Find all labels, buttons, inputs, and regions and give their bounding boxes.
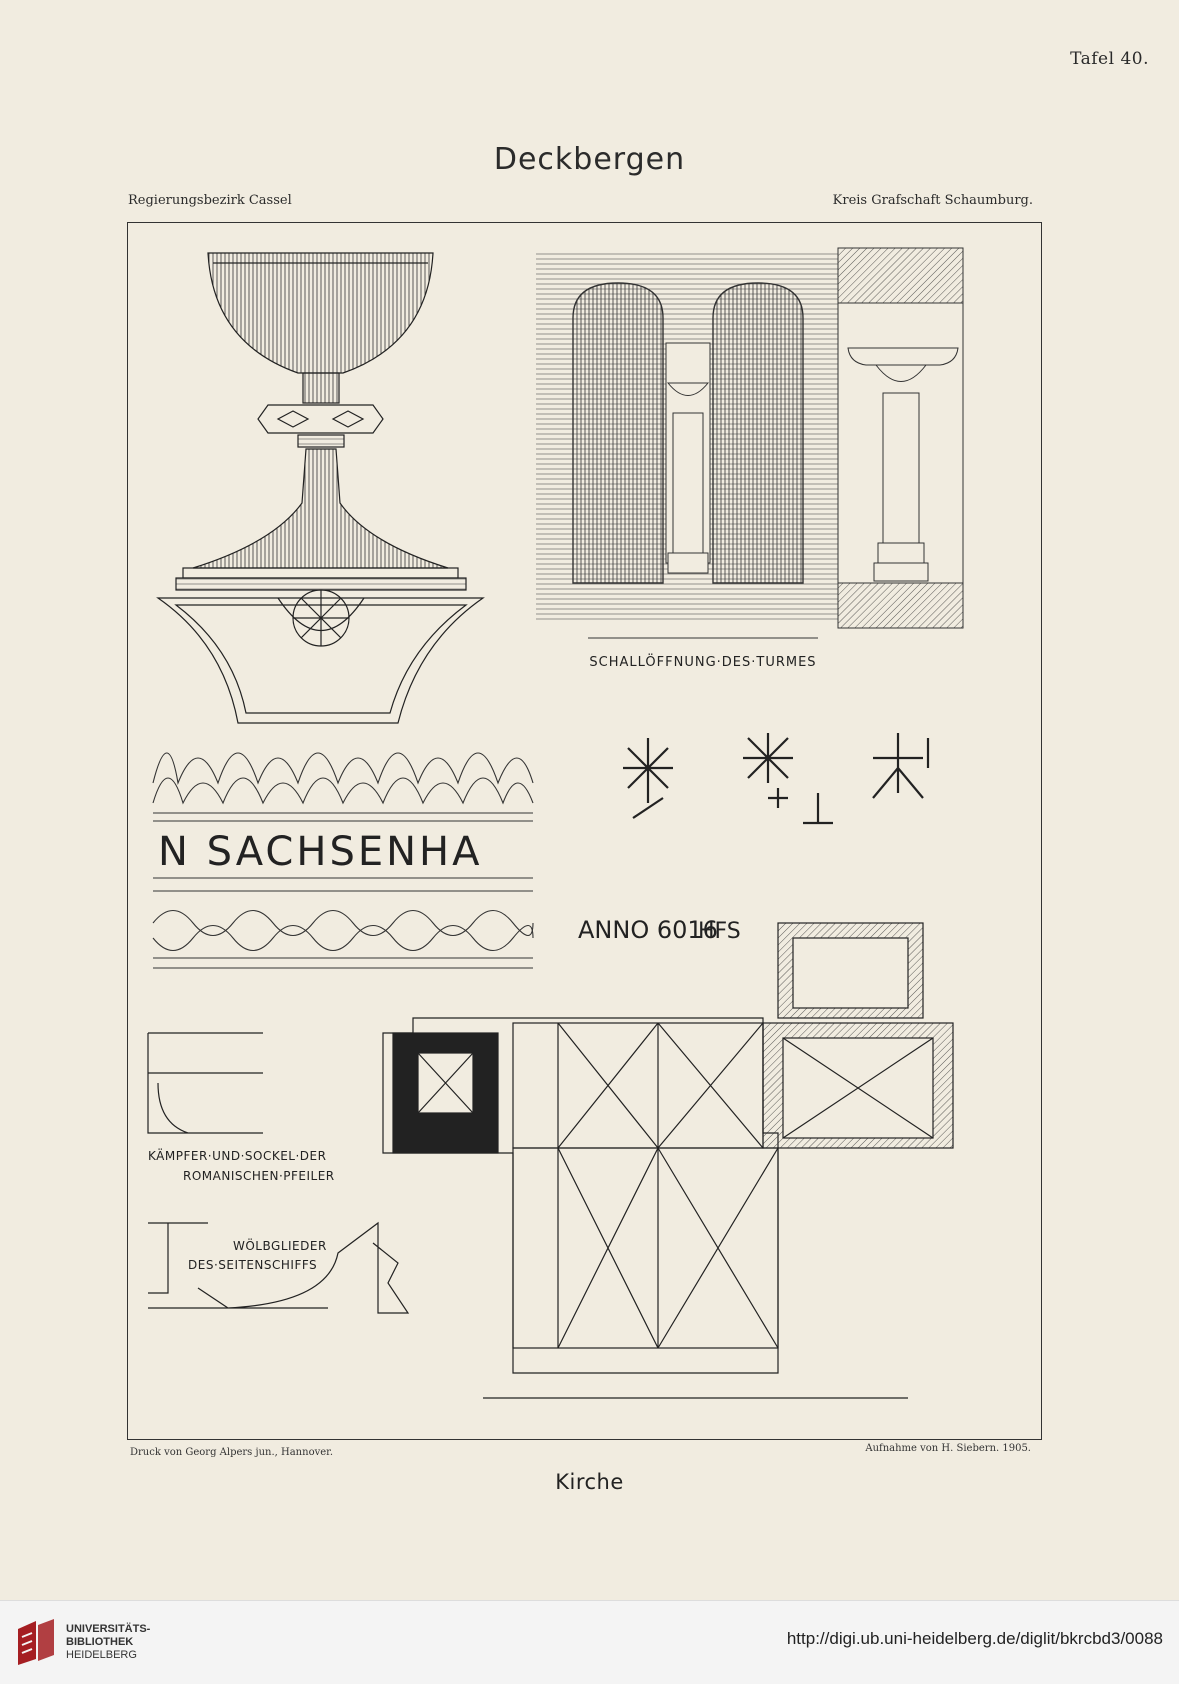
chalice-drawing: [156, 252, 485, 724]
survey-credit: Aufnahme von H. Siebern. 1905.: [865, 1443, 1031, 1454]
region-label: Regierungsbezirk Cassel: [128, 193, 292, 208]
frieze-inscription: N SACHSENHA: [158, 829, 482, 875]
profile-label-line1: KÄMPFER·UND·SOCKEL·DER: [148, 1148, 326, 1163]
permalink-url[interactable]: http://digi.ub.uni-heidelberg.de/diglit/…: [786, 1629, 1163, 1648]
drawings-svg: SCHALLÖFFNUNG·DES·TURMES N SACHSENHA: [147, 247, 964, 1399]
profile-label-line2: ROMANISCHEN·PFEILER: [183, 1169, 335, 1183]
library-logo-icon: [18, 1619, 54, 1665]
church-floor-plan: [382, 922, 954, 1399]
plate-page: Tafel 40. Deckbergen Regierungsbezirk Ca…: [0, 0, 1179, 1600]
library-name: UNIVERSITÄTS- BIBLIOTHEK HEIDELBERG: [66, 1623, 151, 1661]
printer-credit: Druck von Georg Alpers jun., Hannover.: [130, 1447, 334, 1458]
drawing-frame: SCHALLÖFFNUNG·DES·TURMES N SACHSENHA: [127, 222, 1042, 1440]
library-footer: UNIVERSITÄTS- BIBLIOTHEK HEIDELBERG http…: [0, 1600, 1179, 1684]
mason-marks: [623, 733, 930, 825]
sound-opening-label: SCHALLÖFFNUNG·DES·TURMES: [589, 653, 816, 670]
page-title: Deckbergen: [493, 142, 686, 177]
frieze-drawing: [152, 752, 534, 969]
vault-label-line2: DES·SEITENSCHIFFS: [188, 1258, 317, 1272]
plate-caption: Kirche: [555, 1470, 624, 1494]
plate-number: Tafel 40.: [1070, 49, 1149, 69]
anno-mark: HFS: [698, 919, 741, 944]
vault-label-line1: WÖLBGLIEDER: [233, 1237, 327, 1253]
profile-drawings: [147, 1032, 410, 1314]
district-label: Kreis Grafschaft Schaumburg.: [832, 193, 1033, 208]
anno-inscription: ANNO 6016: [578, 916, 718, 944]
tower-window-drawing: [536, 247, 964, 639]
